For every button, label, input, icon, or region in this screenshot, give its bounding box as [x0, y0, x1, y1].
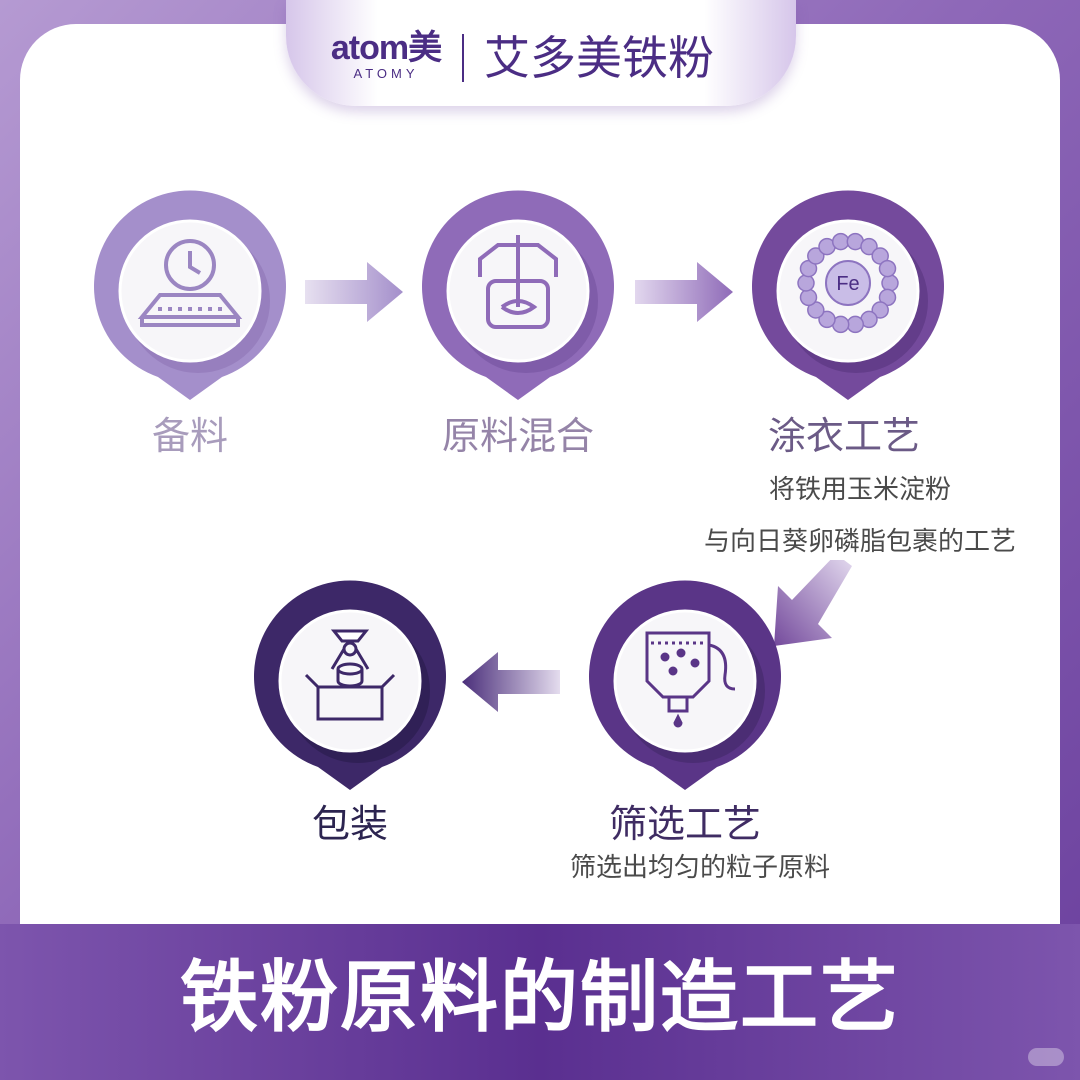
- packaging-box-icon: [304, 629, 396, 721]
- brand-logo-main: atom美: [330, 29, 442, 67]
- iron-symbol: Fe: [836, 273, 859, 295]
- arrow-right-icon: [635, 262, 733, 322]
- content-panel: [20, 24, 1060, 924]
- footer-bar: [0, 924, 1080, 1080]
- step-pin-1: [90, 190, 290, 405]
- coating-bead: [799, 288, 818, 307]
- coating-bead: [831, 232, 850, 251]
- step-pin-2: [418, 190, 618, 405]
- arrow-left-icon: [462, 652, 560, 712]
- coating-bead: [818, 310, 836, 329]
- iron-coating-icon: Fe: [797, 232, 899, 334]
- coating-bead: [846, 315, 865, 334]
- step-label-5: 包装: [311, 802, 388, 846]
- arrow-right-icon: [305, 262, 403, 322]
- step-desc-3: 将铁用玉米淀粉 与向日葵卵磷脂包裹的工艺: [640, 470, 1080, 562]
- header-divider: [462, 34, 464, 82]
- mixer-icon: [478, 235, 558, 329]
- coating-bead: [871, 301, 889, 319]
- step-label-1: 备料: [151, 414, 228, 458]
- brand-logo-sub: ATOMY: [353, 66, 419, 81]
- coating-bead: [797, 274, 815, 292]
- step-pin-4: [585, 580, 785, 795]
- arrow-down-left-icon: [774, 560, 852, 646]
- coating-bead: [878, 259, 897, 278]
- step-label-3: 涂衣工艺: [767, 414, 920, 458]
- step-desc-line: 筛选出均匀的粒子原料: [569, 853, 830, 883]
- step-desc-4: 筛选出均匀的粒子原料: [500, 848, 900, 888]
- coating-bead: [860, 237, 878, 256]
- step-pin-3: Fe: [748, 190, 948, 405]
- step-pin-5: [250, 580, 450, 795]
- conveyor-clock-icon: [137, 239, 243, 327]
- page-title: 艾多美铁粉: [484, 31, 714, 85]
- step-label-2: 原料混合: [441, 414, 594, 458]
- step-label-4: 筛选工艺: [608, 802, 761, 846]
- step-desc-line: 与向日葵卵磷脂包裹的工艺: [703, 527, 1016, 557]
- step-desc-line: 将铁用玉米淀粉: [768, 475, 951, 505]
- sieve-machine-icon: [645, 631, 736, 728]
- header-tab: [286, 0, 796, 106]
- brand-logo: atom美 ATOMY: [330, 30, 442, 90]
- footer-title: 铁粉原料的制造工艺: [179, 953, 900, 1043]
- coating-bead: [807, 247, 825, 265]
- watermark-badge: [1028, 1048, 1064, 1066]
- coating-bead: [881, 274, 899, 292]
